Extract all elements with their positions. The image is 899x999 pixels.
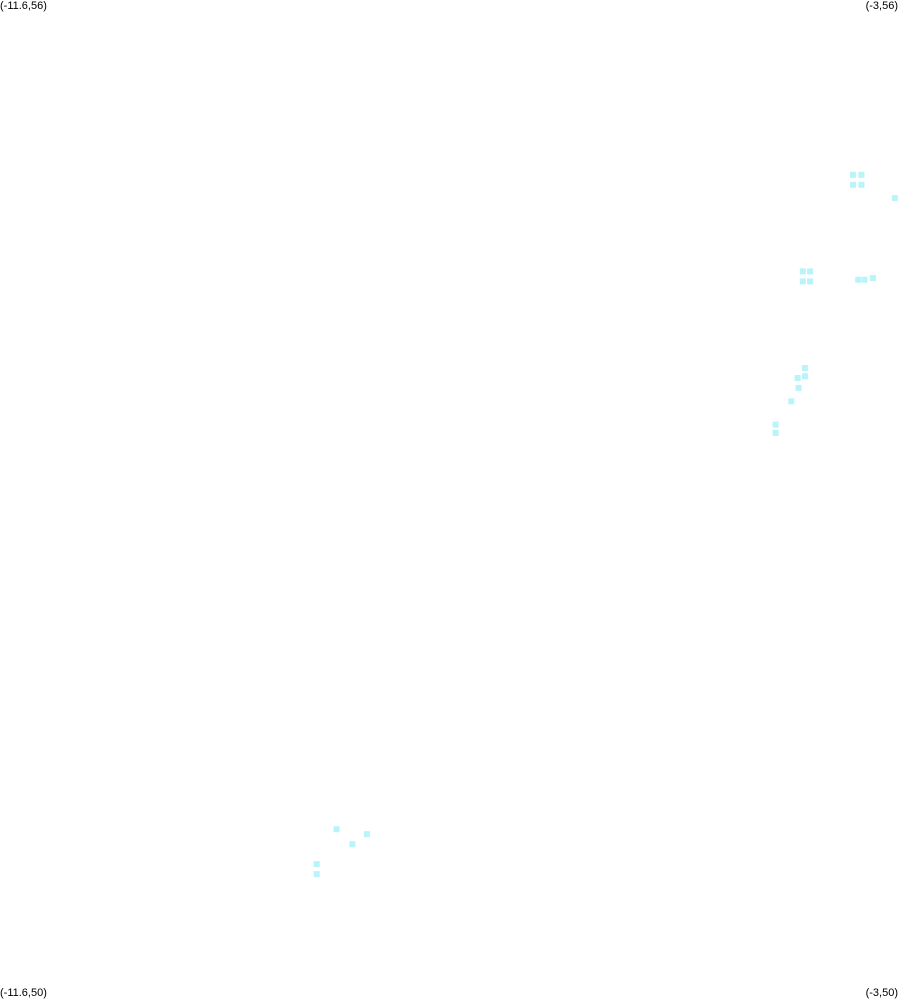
map-marker-15[interactable] <box>794 375 801 381</box>
map-marker-2[interactable] <box>850 181 856 188</box>
map-marker-13[interactable] <box>801 365 808 371</box>
map-marker-3[interactable] <box>858 171 865 178</box>
marker-layer <box>313 171 898 878</box>
corner-label-top-right: (-3,56) <box>865 0 898 12</box>
map-marker-11[interactable] <box>861 276 868 283</box>
map-marker-24[interactable] <box>313 871 320 878</box>
map-marker-7[interactable] <box>799 278 806 285</box>
map-marker-21[interactable] <box>349 841 356 848</box>
map-marker-10[interactable] <box>855 276 862 283</box>
corner-label-bottom-right: (-3,50) <box>865 987 898 999</box>
map-marker-6[interactable] <box>799 268 806 275</box>
map-marker-18[interactable] <box>772 421 779 428</box>
map-marker-4[interactable] <box>858 181 865 188</box>
corner-label-bottom-left: (-11.6,50) <box>0 987 47 999</box>
map-marker-22[interactable] <box>363 831 370 838</box>
map-marker-8[interactable] <box>807 268 814 275</box>
map-marker-14[interactable] <box>801 373 808 380</box>
map-marker-16[interactable] <box>795 384 802 391</box>
map-marker-17[interactable] <box>788 398 795 405</box>
map-marker-1[interactable] <box>850 171 856 178</box>
map-marker-19[interactable] <box>772 429 779 436</box>
corner-label-top-left: (-11.6,56) <box>0 0 47 12</box>
map-marker-5[interactable] <box>891 195 898 202</box>
map-marker-9[interactable] <box>807 278 814 285</box>
map-marker-23[interactable] <box>313 861 320 868</box>
map-marker-12[interactable] <box>869 275 876 282</box>
map-marker-20[interactable] <box>333 826 340 833</box>
